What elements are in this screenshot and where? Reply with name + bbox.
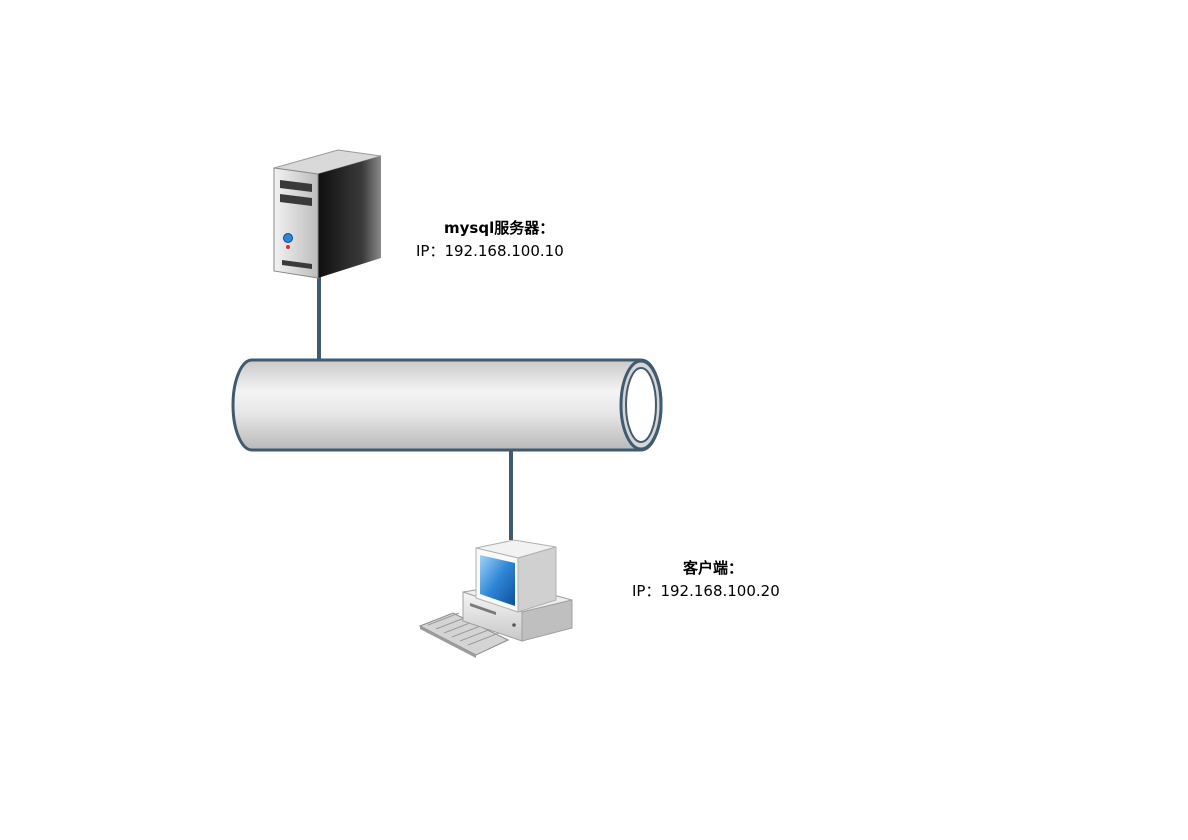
monitor-icon (475, 539, 557, 613)
power-led-icon (286, 245, 290, 249)
client-ip-label: IP：192.168.100.20 (632, 582, 780, 600)
server-tower-icon (273, 149, 382, 279)
monitor-screen (480, 555, 515, 606)
network-pipe (231, 358, 663, 452)
pipe-opening-inner (625, 367, 657, 443)
keyboard-icon (418, 612, 510, 658)
drive-bay-2 (280, 194, 312, 206)
client-label: 客户端： (682, 559, 743, 577)
drive-slot (282, 260, 312, 269)
disk-drive-slot (470, 603, 496, 615)
power-button-icon (283, 233, 293, 243)
case-power-icon (512, 623, 516, 627)
server-label: mysql服务器： (444, 219, 554, 237)
drive-bay-1 (280, 180, 312, 192)
server-ip-label: IP：192.168.100.10 (416, 242, 564, 260)
desktop-computer-icon (418, 539, 573, 658)
